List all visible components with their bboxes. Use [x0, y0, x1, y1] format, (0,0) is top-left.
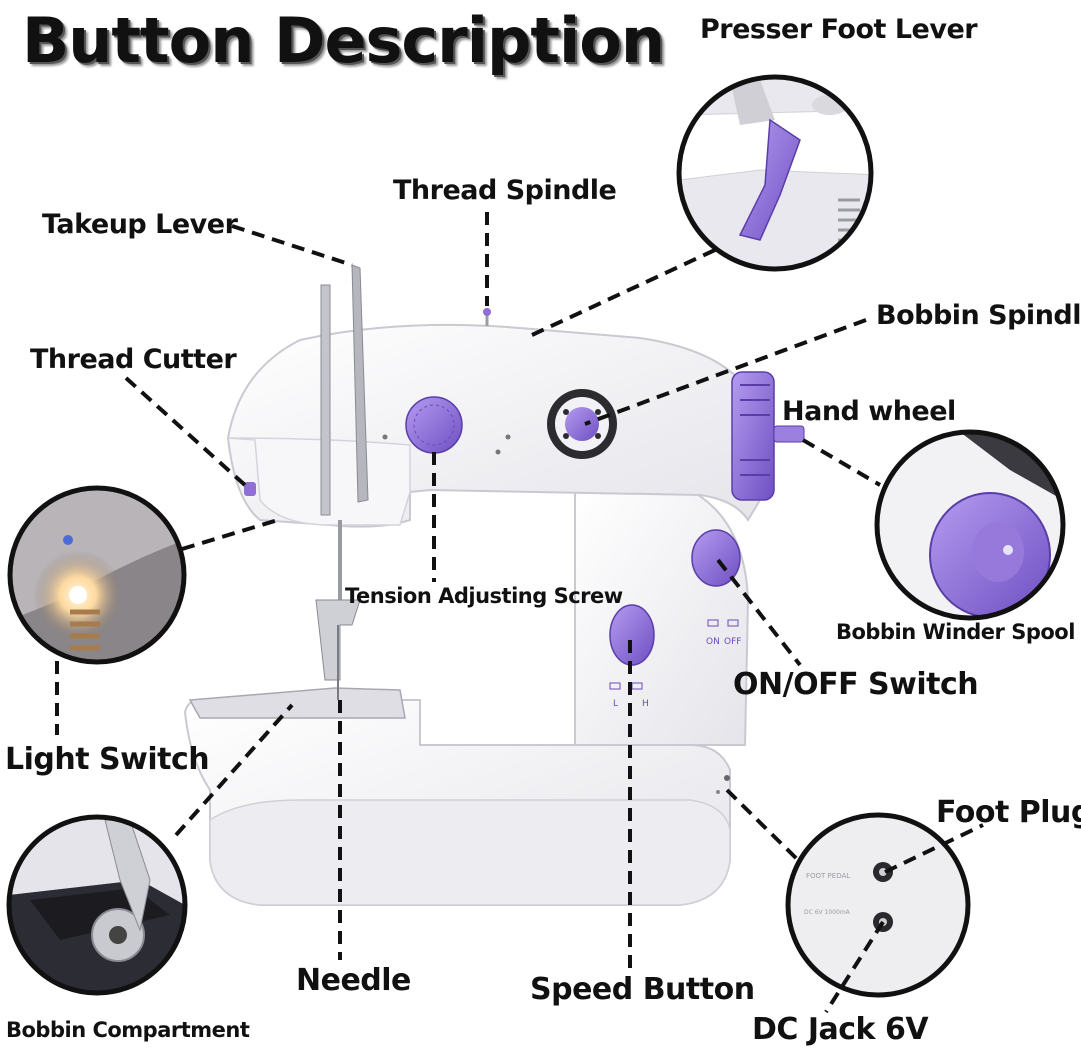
needle-plate: [188, 687, 406, 719]
leader-hand-wheel: [801, 438, 882, 487]
bobbin-winder-inset: [874, 429, 1066, 621]
thread-guide-bar: [320, 284, 331, 516]
leader-lines: [55, 212, 984, 1014]
sewing-machine: ON OFF L H: [183, 264, 805, 906]
dc-jack-inset: FOOT PEDAL DC 6V 1000mA: [785, 812, 971, 998]
label-bobbin-spindle: Bobbin Spindle: [876, 300, 1081, 331]
label-speed-button: Speed Button: [530, 972, 755, 1007]
presser-foot-inset: [676, 74, 874, 272]
foot-pedal-mark: FOOT PEDAL: [806, 872, 850, 880]
label-tension-adjusting-screw: Tension Adjusting Screw: [345, 584, 623, 608]
machine-base-front: [209, 799, 731, 906]
label-presser-foot-lever: Presser Foot Lever: [700, 14, 978, 45]
light-switch-inset: [7, 485, 187, 665]
leader-foot-plug: [884, 823, 984, 874]
machine-markings: ON OFF L H: [609, 619, 741, 709]
speed-switch: [609, 604, 655, 666]
label-bobbin-winder-spool: Bobbin Winder Spool: [836, 620, 1075, 644]
bobbin-compartment-inset: [6, 814, 188, 996]
tension-dial: [405, 396, 463, 454]
high-mark: H: [642, 699, 649, 709]
leader-thread-cutter: [124, 376, 248, 488]
label-bobbin-compartment: Bobbin Compartment: [6, 1018, 250, 1042]
low-mark: L: [613, 699, 618, 709]
thread-cutter-part: [244, 482, 256, 496]
label-thread-spindle: Thread Spindle: [393, 175, 617, 206]
diagram-title: Button Description: [22, 4, 665, 77]
leader-jack-to-inset: [725, 788, 802, 864]
leader-presser-foot: [531, 248, 716, 337]
on-off-switch: [691, 529, 741, 587]
on-mark: ON: [706, 637, 720, 647]
leader-light-switch-up: [181, 518, 279, 551]
label-needle: Needle: [296, 963, 411, 998]
label-on-off-switch: ON/OFF Switch: [733, 667, 979, 702]
off-mark: OFF: [724, 637, 741, 647]
label-takeup-lever: Takeup Lever: [42, 209, 238, 240]
leader-on-off: [716, 558, 802, 667]
machine-pillar: [574, 489, 750, 746]
bobbin-spindle: [547, 389, 617, 459]
thread-spindle: [483, 308, 491, 326]
leader-bobbin-compartment: [174, 703, 294, 837]
label-light-switch: Light Switch: [5, 742, 210, 777]
label-foot-plug: Foot Plug: [936, 795, 1081, 830]
leader-bobbin-spindle: [584, 318, 867, 426]
label-thread-cutter: Thread Cutter: [30, 344, 237, 375]
label-dc-jack: DC Jack 6V: [752, 1012, 929, 1047]
needle-assembly: [315, 520, 361, 700]
dc-rating-mark: DC 6V 1000mA: [804, 909, 851, 916]
leader-dc-jack: [824, 920, 885, 1014]
leader-takeup-lever: [231, 224, 353, 267]
hand-wheel: [731, 371, 805, 501]
label-hand-wheel: Hand wheel: [782, 396, 956, 427]
takeup-lever-part: [351, 264, 369, 503]
